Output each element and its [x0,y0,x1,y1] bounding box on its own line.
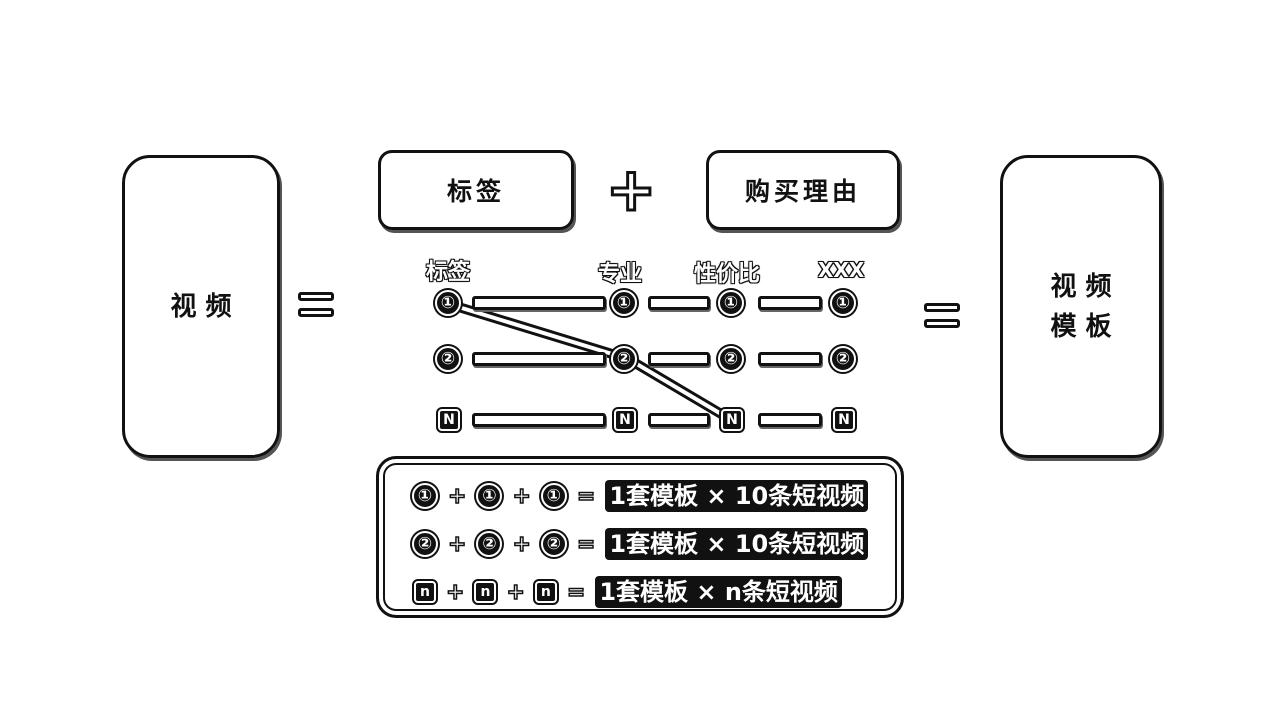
rowN-node-4: N [833,409,855,431]
formula2-plus-b: + [512,531,532,558]
row1-bar-1 [472,296,606,310]
formula3-equals: = [566,579,586,606]
video-box: 视 频 [122,155,280,458]
formula-row-2: ② + ② + ② = 1套模板 × 10条短视频 [412,528,869,560]
formula3-plus-a: + [445,579,465,606]
column-label-value: 性价比 [693,261,761,287]
video-box-label: 视 频 [170,291,232,322]
formula1-equals: = [576,483,596,510]
formula3-node-c: n [534,581,557,603]
row1-node-1: ① [435,290,461,316]
link-line-2-inner [628,358,730,420]
row2-node-2: ② [611,346,637,372]
tag-box: 标签 [378,150,574,230]
link-line-1-inner [450,303,624,359]
column-label-xxx: XXX [817,257,865,282]
formula2-node-b: ② [476,531,503,557]
row2-node-4: ② [830,346,856,372]
formula1-plus-b: + [512,483,532,510]
video-template-box: 视 频 模 板 [1000,155,1162,458]
formula2-node-c: ② [540,531,567,557]
row2-bar-1 [472,352,606,366]
formula1-node-c: ① [540,483,567,509]
rowN-node-1: N [438,409,460,431]
row1-bar-3 [758,296,822,310]
formula2-plus-a: + [447,531,467,558]
row2-bar-2 [648,352,710,366]
video-template-line2: 模 板 [1050,311,1112,342]
row1-node-4: ① [830,290,856,316]
formula1-plus-a: + [447,483,467,510]
column-label-tag: 标签 [425,259,471,285]
plus-sign: + [604,155,657,225]
purchase-reason-box: 购买理由 [706,150,900,230]
row1-node-3: ① [718,290,744,316]
rowN-node-2: N [614,409,636,431]
row1-node-2: ① [611,290,637,316]
formula-box [376,456,904,618]
column-label-professional: 专业 [597,261,643,287]
formula1-node-a: ① [412,483,438,509]
row2-bar-3 [758,352,822,366]
video-template-line1: 视 频 [1050,271,1112,302]
formula-row-1: ① + ① + ① = 1套模板 × 10条短视频 [412,480,869,512]
formula1-result: 1套模板 × 10条短视频 [605,480,869,512]
rowN-bar-3 [758,413,822,427]
formula2-equals: = [576,531,596,558]
formula2-result: 1套模板 × 10条短视频 [605,528,869,560]
formula2-node-a: ② [412,531,438,557]
formula3-node-b: n [474,581,497,603]
rowN-bar-1 [472,413,606,427]
rowN-node-3: N [721,409,743,431]
formula1-node-b: ① [476,483,503,509]
row2-node-3: ② [718,346,744,372]
formula3-node-a: n [414,581,436,603]
formula3-result: 1套模板 × n条短视频 [595,576,842,608]
row1-bar-2 [648,296,710,310]
formula-row-3: n + n + n = 1套模板 × n条短视频 [414,576,842,608]
rowN-bar-2 [648,413,710,427]
equals-sign-left [298,292,334,320]
formula3-plus-b: + [506,579,526,606]
tag-box-label: 标签 [446,177,505,206]
purchase-reason-label: 购买理由 [744,177,861,206]
row2-node-1: ② [435,346,461,372]
equals-sign-right [924,303,960,331]
